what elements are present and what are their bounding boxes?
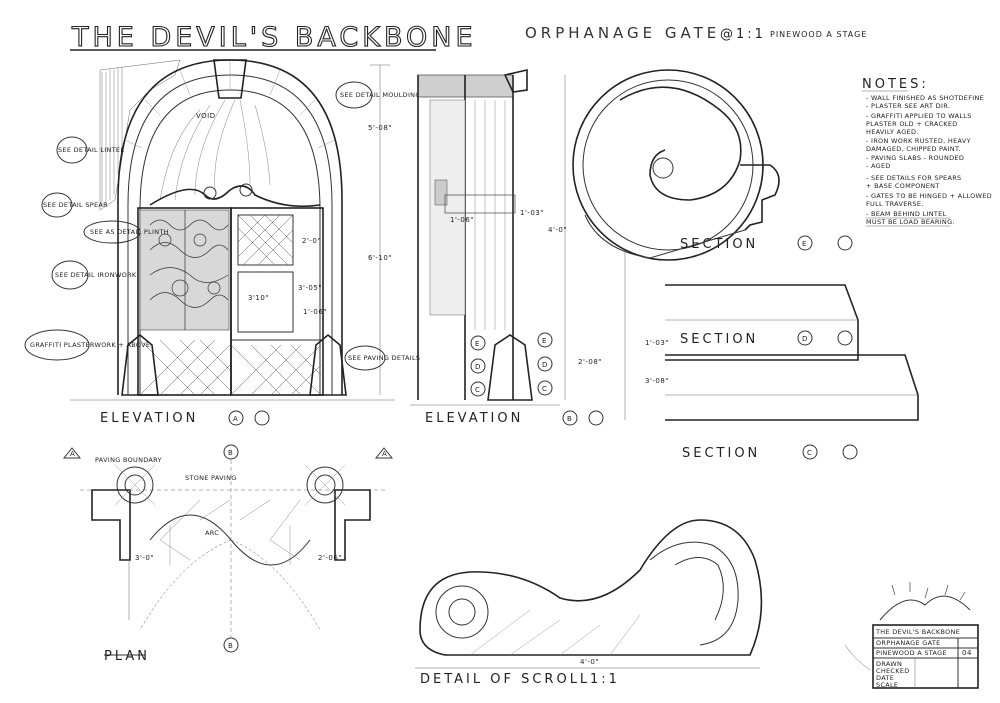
note-line: - GRAFFITI APPLIED TO WALLS [866,112,972,120]
mark-section-c: C [807,449,812,457]
mark-section-d: D [802,335,808,343]
note-line: - AGED [866,162,891,170]
plan-arc: ARC [205,529,219,537]
callout-paving: SEE PAVING DETAILS [348,354,420,362]
dim-section-c: 3'-08" [645,377,669,385]
scroll-detail-view: 4'-0" DETAIL OF SCROLL 1:1 [415,519,763,687]
plan-view: A A B B PAVING BOUNDARY STONE PAVING ARC… [62,444,394,664]
dim-height: 5'-08" [368,124,392,132]
label-plan: PLAN [104,649,150,664]
label-elevation-b: ELEVATION [425,411,523,426]
dim-bollard: 2'-08" [578,358,602,366]
label-section-e: SECTION [680,237,758,252]
note-line: HEAVILY AGED. [866,128,919,136]
svg-text:E: E [475,340,480,348]
note-line: - GATES TO BE HINGED + ALLOWED [866,192,992,200]
plan-paving-note: PAVING BOUNDARY [95,456,162,464]
gate-right [230,207,324,396]
elevation-b-view: 4'-0" 1'-03" 1'-06" E D C E D C 2'-08" E… [410,68,604,426]
dim-section-d: 1'-03" [645,339,669,347]
svg-text:B: B [228,449,233,457]
note-line: + BASE COMPONENT [866,182,940,190]
drawing-subtitle: ORPHANAGE GATE [525,24,720,42]
note-line: - PLASTER SEE ART DIR. [866,102,950,110]
svg-text:A: A [382,450,387,458]
tb-row2: PINEWOOD A STAGE [876,649,947,657]
tb-item: ORPHANAGE GATE [876,639,941,647]
callout-lintel: SEE DETAIL LINTEL [58,146,124,154]
svg-text:E: E [542,337,547,345]
dim-side-top: 1'-03" [520,209,544,217]
callout-plinth: SEE AS DETAIL PLINTH [90,228,169,236]
keystone [213,59,247,99]
svg-text:D: D [542,361,548,369]
tb-project: THE DEVIL'S BACKBONE [875,628,960,636]
bollard-right [309,333,347,396]
svg-text:B: B [228,642,233,650]
callout-graffiti: GRAFFITI PLASTERWORK + ABOVE [30,341,150,349]
plan-stone-paving: STONE PAVING [185,474,237,482]
svg-text:A: A [70,450,75,458]
svg-text:C: C [542,385,547,393]
dim-panel: 2'-0" [302,237,321,245]
mark-elevation-b: B [567,415,572,423]
dim-scroll: 4'-0" [580,658,599,666]
rough-wall-left [99,59,181,211]
scroll-scale: 1:1 [590,672,620,687]
dim-plan-left: 3'-0" [135,554,154,562]
label-elevation-a: ELEVATION [100,411,198,426]
tb-row: DRAWN [876,660,902,668]
note-line: - PAVING SLABS - ROUNDED [866,154,964,162]
svg-text:C: C [475,386,480,394]
label-section-d: SECTION [680,332,758,347]
mark-elevation-a: A [233,415,238,423]
dim-arch: 6'-10" [368,254,392,262]
studio-label: PINEWOOD A STAGE [770,30,867,39]
void-label: VOID [196,112,216,120]
callout-moulding: SEE DETAIL MOULDING [340,91,421,99]
dim-gate: 3'10" [248,294,269,302]
note-line: MUST BE LOAD BEARING. [866,218,955,226]
tb-row: DATE [876,674,894,682]
callout-spear: SEE DETAIL SPEAR [43,201,108,209]
note-line: - SEE DETAILS FOR SPEARS [866,174,961,182]
dim-plan-right: 2'-06" [318,554,342,562]
note-line: DAMAGED, CHIPPED PAINT. [866,145,961,153]
drawing-scale: @1:1 [720,27,766,42]
elevation-a-view: VOID [24,59,421,426]
tb-row: CHECKED [876,667,910,675]
notes-block: NOTES: - WALL FINISHED AS SHOTDEFINE - P… [862,77,992,227]
dim-side-height: 4'-0" [548,226,567,234]
note-line: FULL TRAVERSE. [866,200,924,208]
label-section-c: SECTION [682,446,760,461]
mark-section-e: E [802,240,807,248]
title-block: THE DEVIL'S BACKBONE ORPHANAGE GATE PINE… [844,582,979,689]
tb-drawing-no: 04 [962,649,972,657]
drawing-title: THE DEVIL'S BACKBONE [71,22,477,53]
dim-small: 1'-06" [303,308,327,316]
dim-lower: 3'-05" [298,284,322,292]
note-line: - BEAM BEHIND LINTEL [866,210,947,218]
spiral-outer [572,69,764,261]
note-line: - IRON WORK RUSTED, HEAVY [866,137,971,145]
bollard-left [121,333,159,396]
label-scroll-detail: DETAIL OF SCROLL [420,672,590,687]
scroll-outline [419,519,763,656]
notes-heading: NOTES: [862,77,929,92]
callout-ironwork: SEE DETAIL IRONWORK [55,271,137,279]
svg-text:D: D [475,363,481,371]
gate-top-scroll [149,185,321,208]
dim-side-beam: 1'-06" [450,216,474,224]
note-line: PLASTER OLD + CRACKED [866,120,958,128]
tb-row: SCALE [876,681,898,689]
sections-view: SECTION E SECTION D SECTION C 1'-03" 3'-… [572,69,919,461]
note-line: - WALL FINISHED AS SHOTDEFINE [866,94,984,102]
